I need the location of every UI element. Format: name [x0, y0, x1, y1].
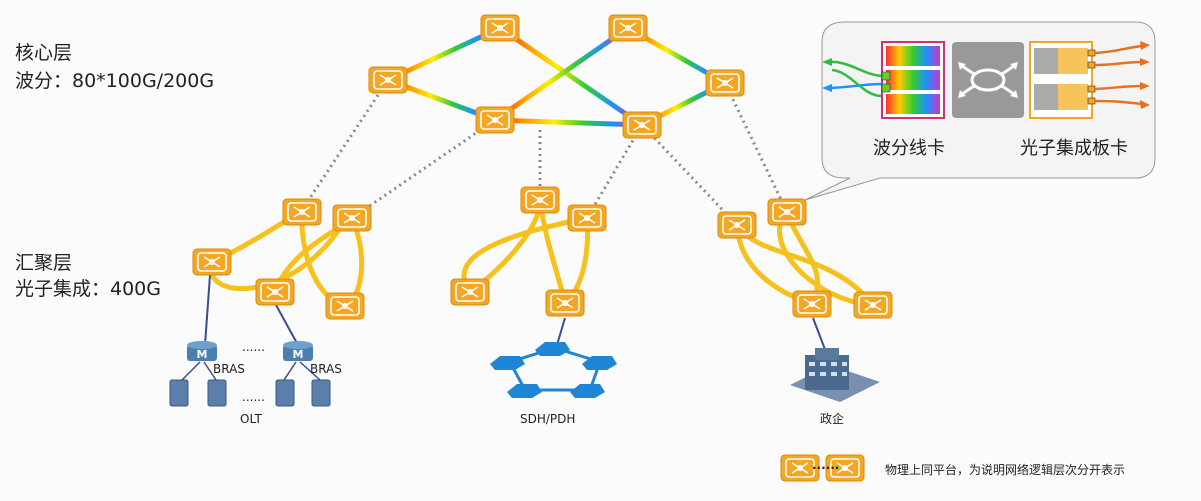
core-node-6 — [622, 111, 662, 139]
bras-label-1: BRAS — [213, 362, 245, 376]
bras-router-1: M — [187, 341, 217, 361]
legend-text: 物理上同平台，为说明网络逻辑层次分开表示 — [885, 463, 1126, 477]
agg-node-l5 — [325, 292, 365, 320]
olt-links — [181, 361, 321, 381]
bras-label-2: BRAS — [310, 362, 342, 376]
core-node-3 — [368, 66, 408, 94]
agg-node-r1 — [717, 211, 757, 239]
sdh-label: SDH/PDH — [520, 412, 576, 426]
svg-text:M: M — [197, 348, 208, 361]
agg-node-m4 — [545, 289, 585, 317]
access-links — [204, 274, 827, 353]
switch-fabric-icon — [952, 42, 1024, 118]
agg-node-l4 — [255, 278, 295, 306]
wdm-card-label: 波分线卡 — [873, 138, 945, 159]
agg-node-r4 — [853, 291, 893, 319]
agg-node-l3 — [192, 248, 232, 276]
olt-dots: ...... — [242, 390, 265, 404]
bras-dots: ...... — [242, 340, 265, 354]
callout-bubble — [804, 21, 1156, 201]
sdh-ring — [490, 342, 617, 398]
core-node-4 — [705, 69, 745, 97]
core-wdm-links — [386, 25, 727, 128]
core-agg-dotted-links — [300, 79, 789, 227]
enterprise-building-icon — [790, 348, 880, 402]
agg-node-m3 — [450, 278, 490, 306]
svg-text:M: M — [293, 348, 304, 361]
bras-router-2: M — [283, 341, 313, 361]
core-layer-detail: 波分：80*100G/200G — [15, 70, 215, 92]
photonic-card-label: 光子集成板卡 — [1020, 138, 1128, 159]
legend-dots: ...... — [812, 458, 840, 472]
olt-units — [169, 379, 331, 407]
agg-node-r3 — [792, 290, 832, 318]
olt-label: OLT — [240, 412, 262, 426]
agg-node-l2 — [332, 204, 372, 232]
core-node-1 — [480, 14, 520, 42]
agg-node-m2 — [567, 204, 607, 232]
core-node-5 — [475, 106, 515, 134]
agg-layer-title: 汇聚层 — [15, 252, 73, 274]
enterprise-label: 政企 — [820, 412, 845, 426]
core-node-2 — [608, 14, 648, 42]
agg-node-m1 — [520, 186, 560, 214]
agg-node-r2 — [767, 198, 807, 226]
agg-node-l1 — [282, 198, 322, 226]
core-layer-title: 核心层 — [15, 42, 73, 64]
agg-layer-detail: 光子集成：400G — [15, 278, 161, 300]
